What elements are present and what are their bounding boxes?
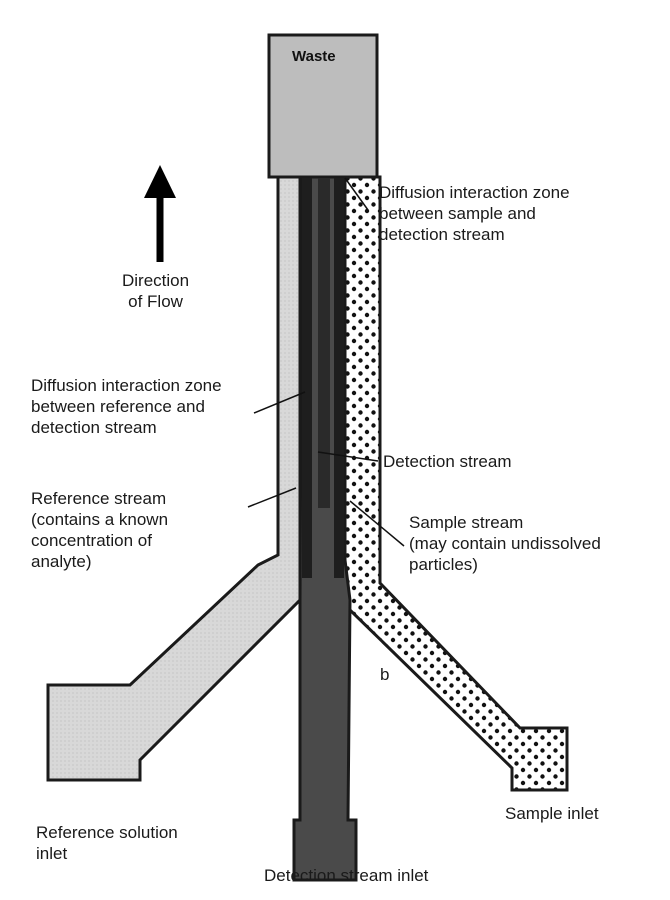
sample-inlet-label: Sample inlet: [505, 804, 599, 823]
direction-arrow-head: [144, 165, 176, 198]
panel-letter: b: [380, 665, 390, 684]
sample-stream-label: Sample stream (may contain undissolved p…: [409, 513, 601, 574]
detection-core: [318, 178, 330, 508]
sample-channel: [343, 175, 569, 792]
reference-inlet-label: Reference solution inlet: [36, 823, 178, 863]
reference-stream-label: Reference stream (contains a known conce…: [31, 489, 169, 571]
reference-stream-leader: [247, 487, 297, 508]
reference-channel: [46, 175, 302, 782]
detection-stream-leader: [317, 451, 379, 462]
detection-stream-label: Detection stream: [383, 452, 512, 471]
reference-interface-band: [302, 178, 312, 578]
detection-inlet-label: Detection stream inlet: [264, 866, 429, 885]
reference-zone-leader: [253, 391, 306, 414]
reference-diffusion-zone-label: Diffusion interaction zone between refer…: [31, 376, 222, 437]
waste-reservoir: [267, 33, 379, 179]
sample-zone-leader: [344, 177, 369, 211]
direction-of-flow-label: Direction of Flow: [122, 271, 190, 311]
sample-diffusion-zone-label: Diffusion interaction zone between sampl…: [379, 183, 570, 244]
waste-label: Waste: [292, 48, 336, 65]
sample-interface-band: [334, 178, 344, 578]
sample-stream-leader: [349, 500, 405, 547]
